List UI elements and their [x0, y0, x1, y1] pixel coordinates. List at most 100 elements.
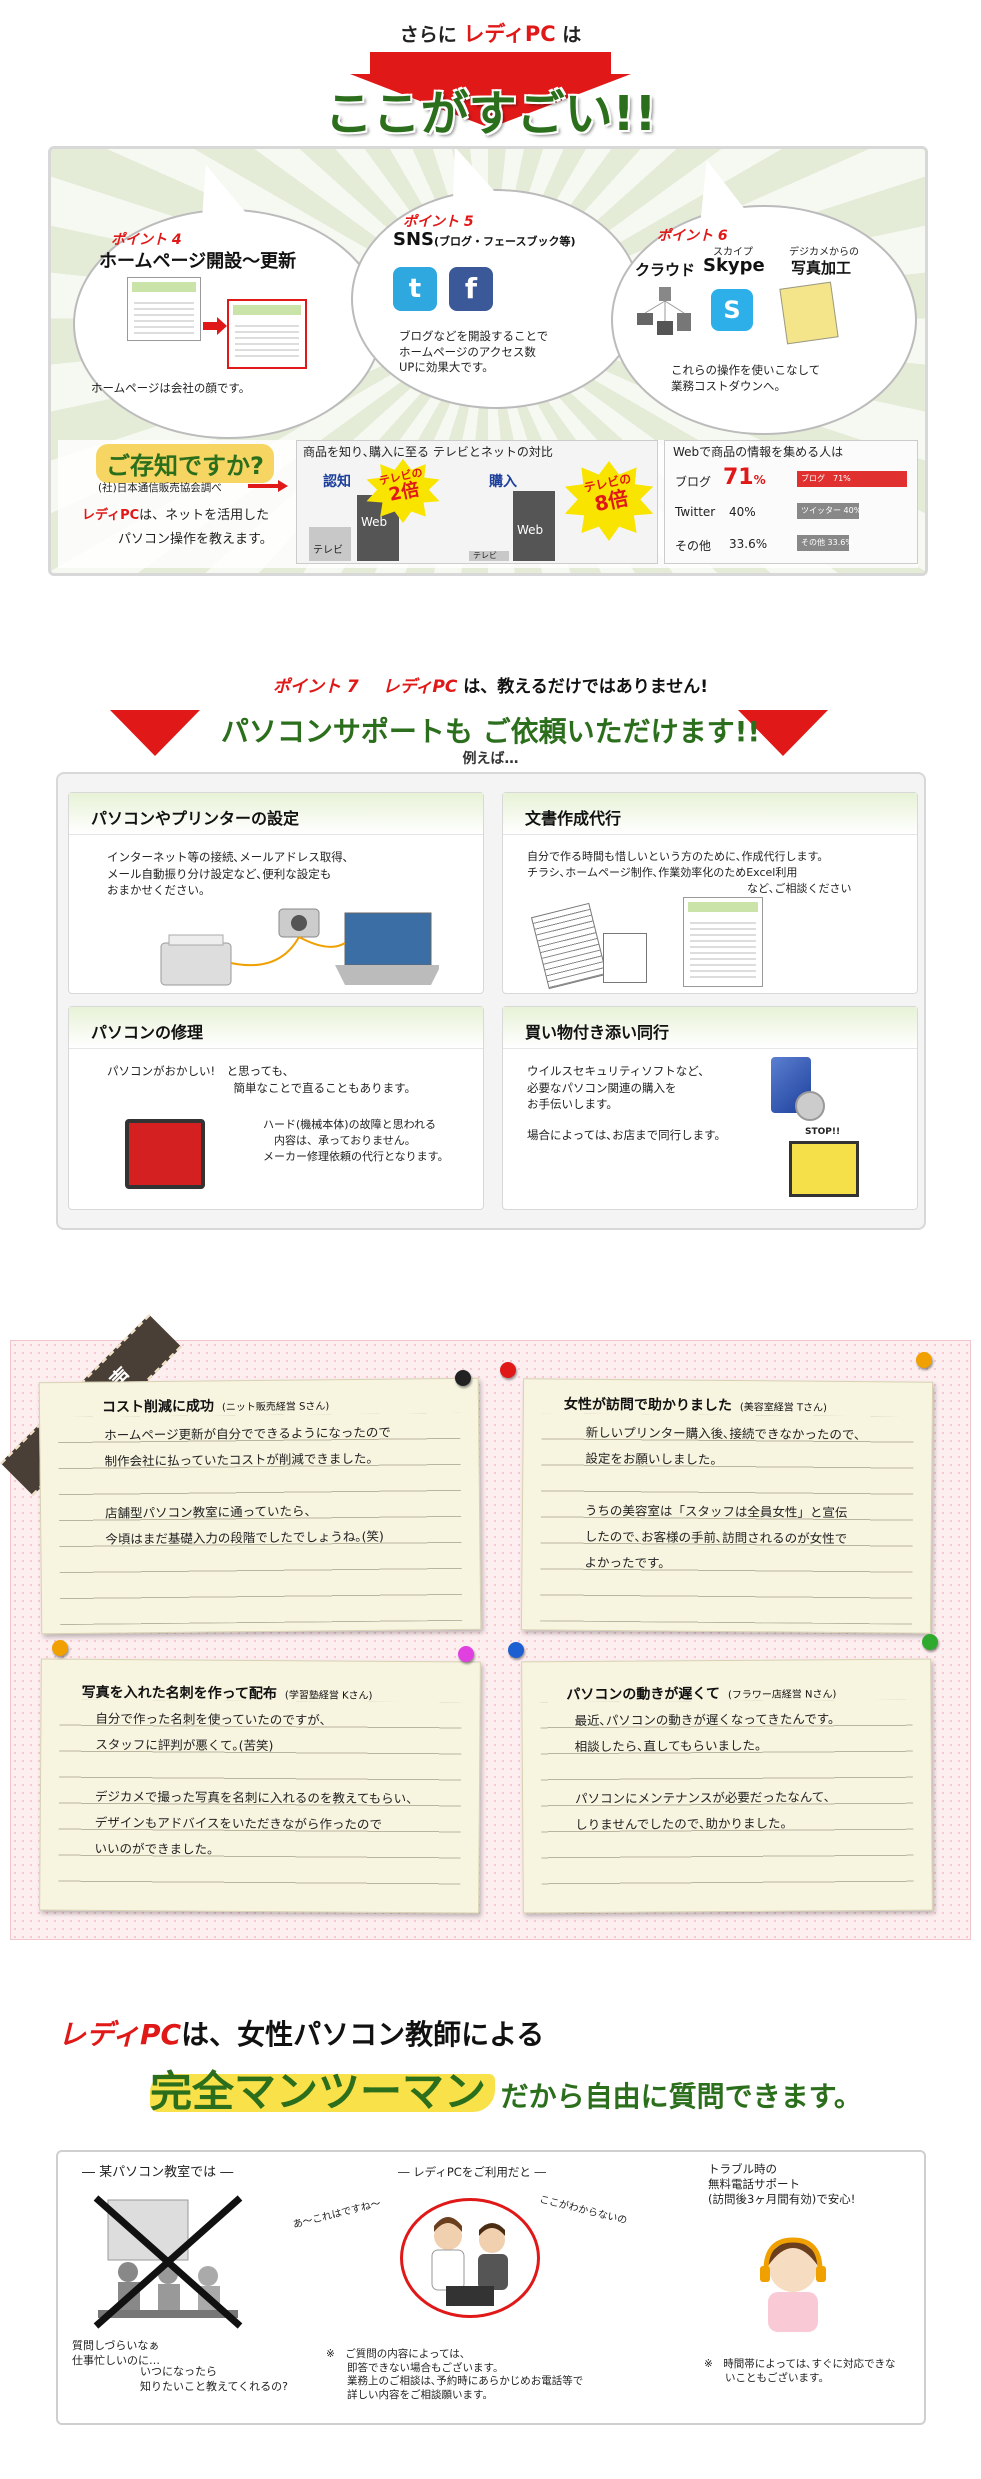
note-body: 自分で作った名刺を使っていたのですが、 スタッフに評判が悪くて｡(苦笑) デジカ…	[94, 1706, 419, 1864]
pushpin-icon	[508, 1642, 524, 1658]
point5-title-main: SNS	[393, 229, 434, 250]
webinfo-bar	[797, 471, 907, 487]
note-line: うちの美容室は「スタッフは全員女性」と宣伝	[584, 1502, 848, 1521]
point6-photo-small: デジカメからの	[789, 247, 859, 258]
point7-label: ポイント 7	[272, 677, 359, 697]
compare-label-right: 購入	[489, 474, 517, 490]
section4-line1-rest: は、女性パソコン教師による	[181, 2018, 545, 2051]
col2-bubble-teacher: あ～これはですね～	[291, 2198, 382, 2231]
brand-name: レディPC	[382, 677, 458, 697]
card-pc-printer-setup: パソコンやプリンターの設定 インターネット等の接続､メールアドレス取得､ メール…	[68, 792, 484, 994]
card-shopping-companion: 買い物付き添い同行 ウイルスセキュリティソフトなど、 必要なパソコン関連の購入を…	[502, 1006, 918, 1210]
highlight-brush	[150, 2074, 495, 2112]
stop-virus-pc-icon	[789, 1141, 859, 1197]
teacher-and-student-icon	[431, 2217, 508, 2306]
homepage-thumbnail-after	[227, 299, 307, 369]
section1-pre-heading: さらに レディPC は	[0, 18, 981, 48]
dz-brand: レディPC	[82, 508, 140, 523]
note-line: 新しいプリンター購入後､接続できなかったので、	[585, 1424, 867, 1443]
cd-icon	[795, 1091, 825, 1121]
note-author: (ニット販売経営 Sさん)	[221, 1401, 330, 1414]
note-line: よかったです。	[584, 1554, 671, 1571]
col2-heading: ― レディPCをご利用だと ―	[398, 2165, 546, 2179]
webinfo-row-label: Twitter	[675, 505, 716, 519]
bubble-point6	[611, 205, 917, 435]
photo-icon	[779, 281, 839, 345]
point6-skype: Skype	[703, 255, 765, 276]
webinfo-heading: Webで商品の情報を集める人は	[673, 445, 844, 459]
card-title: パソコンの修理	[91, 1023, 204, 1042]
section4-line2: 完全マンツーマン だから自由に質問できます。	[150, 2058, 862, 2119]
note-line	[585, 1472, 866, 1500]
point4-title: ホームページ開設～更新	[99, 251, 297, 272]
bar-tv-awareness	[309, 527, 351, 561]
bar-web-label-2: Web	[517, 523, 544, 537]
webinfo-row-label: その他	[675, 539, 712, 553]
bar-tv-purchase	[469, 551, 509, 561]
point5-title: SNS(ブログ・フェースブック等)	[393, 229, 576, 250]
dz-source: (社)日本通信販売協会調べ	[98, 482, 222, 494]
note-line: ホームページ更新が自分でできるようになったので	[104, 1424, 391, 1443]
card-head	[503, 1007, 917, 1049]
section2-example: 例えば…	[462, 751, 519, 767]
brand-name: レディPC	[463, 22, 556, 46]
bar-web-label: Web	[361, 515, 388, 529]
bar-tv-label-2: テレビ	[473, 551, 497, 560]
testimonial-note-3: 写真を入れた名刺を作って配布(学習塾経営 Kさん) 自分で作った名刺を使っていた…	[39, 1658, 481, 1914]
note-title: コスト削減に成功 (ニット販売経営 Sさん)	[102, 1394, 330, 1416]
card-text: パソコンがおかしい! と思っても、 簡単なことで直ることもあります。	[107, 1064, 417, 1095]
phone-support-operator-icon	[760, 2237, 826, 2332]
dz-text1-rest: は、ネットを活用した	[139, 508, 270, 523]
compare-heading: 商品を知り､購入に至る テレビとネットの対比	[303, 445, 553, 459]
pushpin-icon	[922, 1634, 938, 1650]
note-line: 相談したら､直してもらいました。	[574, 1737, 768, 1755]
note-line	[575, 1758, 841, 1786]
note-line: デザインもアドバイスをいただきながら作ったので	[94, 1814, 382, 1832]
note-title-text: コスト削減に成功	[101, 1398, 215, 1416]
note-body: 新しいプリンター購入後､接続できなかったので、 設定をお願いしました。 うちの美…	[584, 1420, 866, 1578]
one-on-one-panel: ― 某パソコン教室では ― 質問しづらいなぁ 仕事忙しいのに… いつになったら …	[56, 2150, 926, 2425]
section2-heading-rest: は、教えるだけではありません!	[463, 677, 709, 697]
card-text: ウイルスセキュリティソフトなど、 必要なパソコン関連の購入を お手伝いします。	[527, 1064, 710, 1112]
testimonial-note-1: コスト削減に成功 (ニット販売経営 Sさん) ホームページ更新が自分でできるように…	[38, 1377, 482, 1635]
crowded-classroom-icon	[93, 2195, 243, 2329]
pre-text-a: さらに	[399, 24, 457, 46]
testimonial-note-4: パソコンの動きが遅くて(フラワー店経営 Nさん) 最近､パソコンの動きが遅くなっ…	[521, 1658, 933, 1914]
webinfo-bar-label: ブログ 71%	[801, 474, 851, 483]
section1-title: ここがすごい!!	[324, 86, 657, 142]
pushpin-icon	[458, 1646, 474, 1662]
twitter-icon: t	[393, 267, 437, 311]
bar-web-purchase	[513, 491, 555, 561]
webinfo-bar-label: ツイッター 40%	[801, 506, 862, 515]
note-line: いいのができました。	[94, 1840, 220, 1857]
point4-text: ホームページは会社の顔です。	[91, 381, 251, 395]
section2-heading: ポイント 7 レディPC は、教えるだけではありません!	[0, 672, 981, 697]
note-line	[95, 1758, 419, 1786]
section4-line1: レディPCは、女性パソコン教師による	[58, 2013, 544, 2053]
note-title-text: 女性が訪問で助かりました	[563, 1396, 732, 1415]
card-head	[503, 793, 917, 835]
point6-skype-small: スカイプ	[713, 247, 753, 258]
brand-name: レディPC	[58, 2018, 182, 2051]
section2-subtitle: パソコンサポートも ご依頼いただけます!!	[220, 715, 761, 748]
support-panel: パソコンやプリンターの設定 インターネット等の接続､メールアドレス取得､ メール…	[56, 772, 926, 1230]
note-line: 最近､パソコンの動きが遅くなってきたんです。	[574, 1711, 841, 1729]
webinfo-row-value: 71%	[723, 465, 766, 490]
facebook-icon: f	[449, 267, 493, 311]
point6-photo: 写真加工	[791, 259, 852, 277]
section4-line2-big: 完全マンツーマン	[150, 2067, 487, 2116]
cloud-devices-icon	[637, 287, 691, 335]
col3-note: ※ 時間帯によっては､すぐに対応できな いこともございます。	[704, 2358, 896, 2384]
note-body: ホームページ更新が自分でできるようになったので 制作会社に払っていたコストが削減…	[104, 1420, 392, 1553]
note-line: しりませんでしたので､助かりました。	[575, 1815, 794, 1833]
note-line: 自分で作った名刺を使っていたのですが、	[95, 1710, 333, 1728]
chart-document-icon	[603, 933, 647, 983]
point6-label: ポイント 6	[657, 228, 728, 244]
card-head	[69, 793, 483, 835]
section4-line2-rest: だから自由に質問できます。	[500, 2080, 862, 2113]
card-document-creation: 文書作成代行 自分で作る時間も惜しいという方のために､作成代行します。 チラシ､…	[502, 792, 918, 994]
printer-camera-laptop-icon	[160, 908, 439, 986]
webinfo-row-label: ブログ	[675, 475, 712, 489]
homepage-thumbnail-before	[127, 277, 201, 341]
